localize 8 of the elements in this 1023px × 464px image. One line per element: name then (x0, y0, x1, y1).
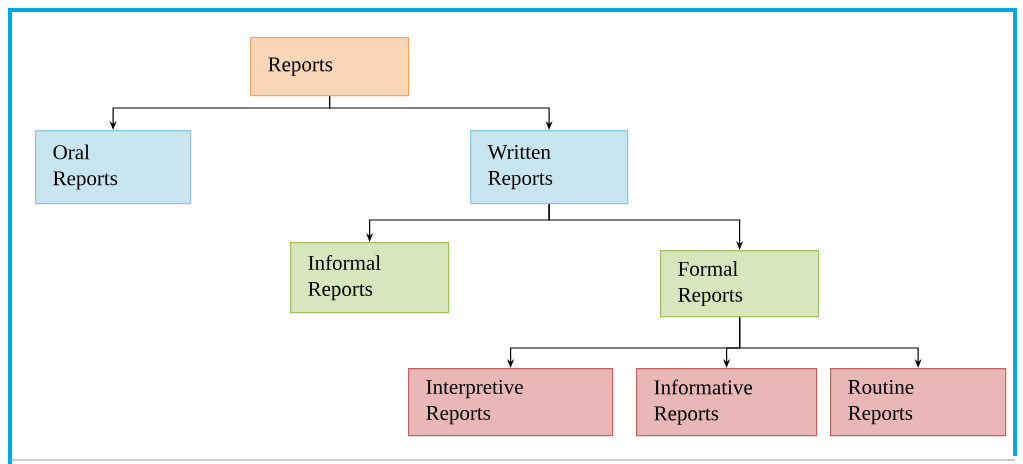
process-box: Informative Reports (636, 368, 818, 437)
process-box: Routine Reports (830, 368, 1007, 437)
process-box: Informal Reports (290, 242, 450, 314)
process-box: Interpretive Reports (408, 368, 614, 437)
process-box: Reports (250, 37, 410, 97)
process-box: Written Reports (470, 130, 629, 205)
process-box: Oral Reports (35, 130, 192, 205)
process-box: Formal Reports (660, 250, 820, 318)
